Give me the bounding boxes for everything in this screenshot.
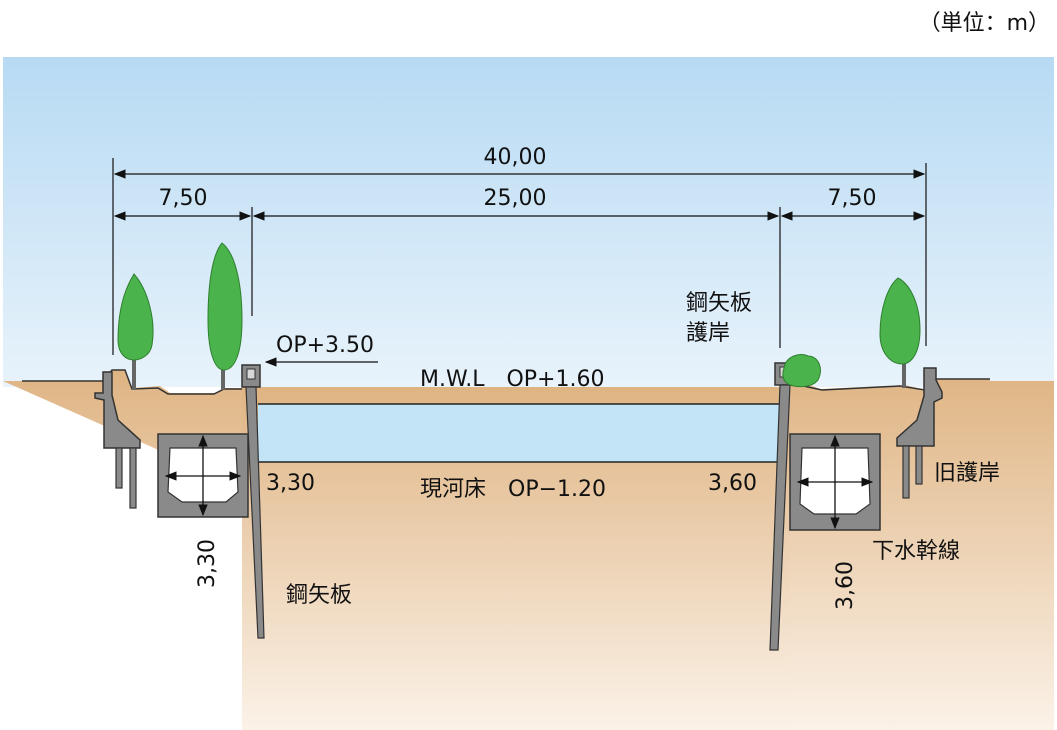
left-old-revetment (94, 371, 141, 509)
old-revetment-label: 旧護岸 (934, 461, 1000, 486)
right-pile-depth-label: 3,60 (708, 471, 757, 496)
tree-right-tall (879, 277, 921, 388)
dim-total-width: 40,00 (484, 145, 547, 170)
left-sheet-pile-cap-inner (246, 368, 256, 380)
right-sewer-culvert (789, 433, 881, 531)
tree-right-shrub (782, 354, 821, 388)
dim-left-berm: 7,50 (159, 186, 208, 211)
water-level-label: M.W.L OP+1.60 (420, 367, 604, 392)
sewer-trunk-label: 下水幹線 (872, 539, 960, 564)
river-water (258, 404, 780, 462)
unit-label: （単位：m） (919, 11, 1050, 36)
tree-left-tall (207, 242, 243, 390)
right-old-revetment (896, 367, 943, 499)
top-level-label: OP+3.50 (276, 333, 374, 358)
left-sewer-culvert (157, 433, 249, 518)
left-pile-depth-label: 3,30 (266, 471, 315, 496)
left-sheet-pile (245, 386, 265, 639)
sky-background (3, 57, 1054, 387)
dim-channel-width: 25,00 (484, 186, 547, 211)
sheet-pile-revetment-label-line1: 鋼矢板 (686, 291, 752, 316)
river-bed-label: 現河床 OP−1.20 (420, 477, 606, 502)
sheet-pile-label: 鋼矢板 (286, 583, 352, 608)
right-sheet-pile (769, 384, 791, 651)
dim-right-berm: 7,50 (828, 186, 877, 211)
right-culvert-depth-label: 3,60 (833, 561, 858, 610)
tree-left-small (117, 273, 154, 390)
sheet-pile-revetment-label-line2: 護岸 (686, 321, 730, 346)
left-culvert-depth-label: 3,30 (195, 539, 220, 588)
